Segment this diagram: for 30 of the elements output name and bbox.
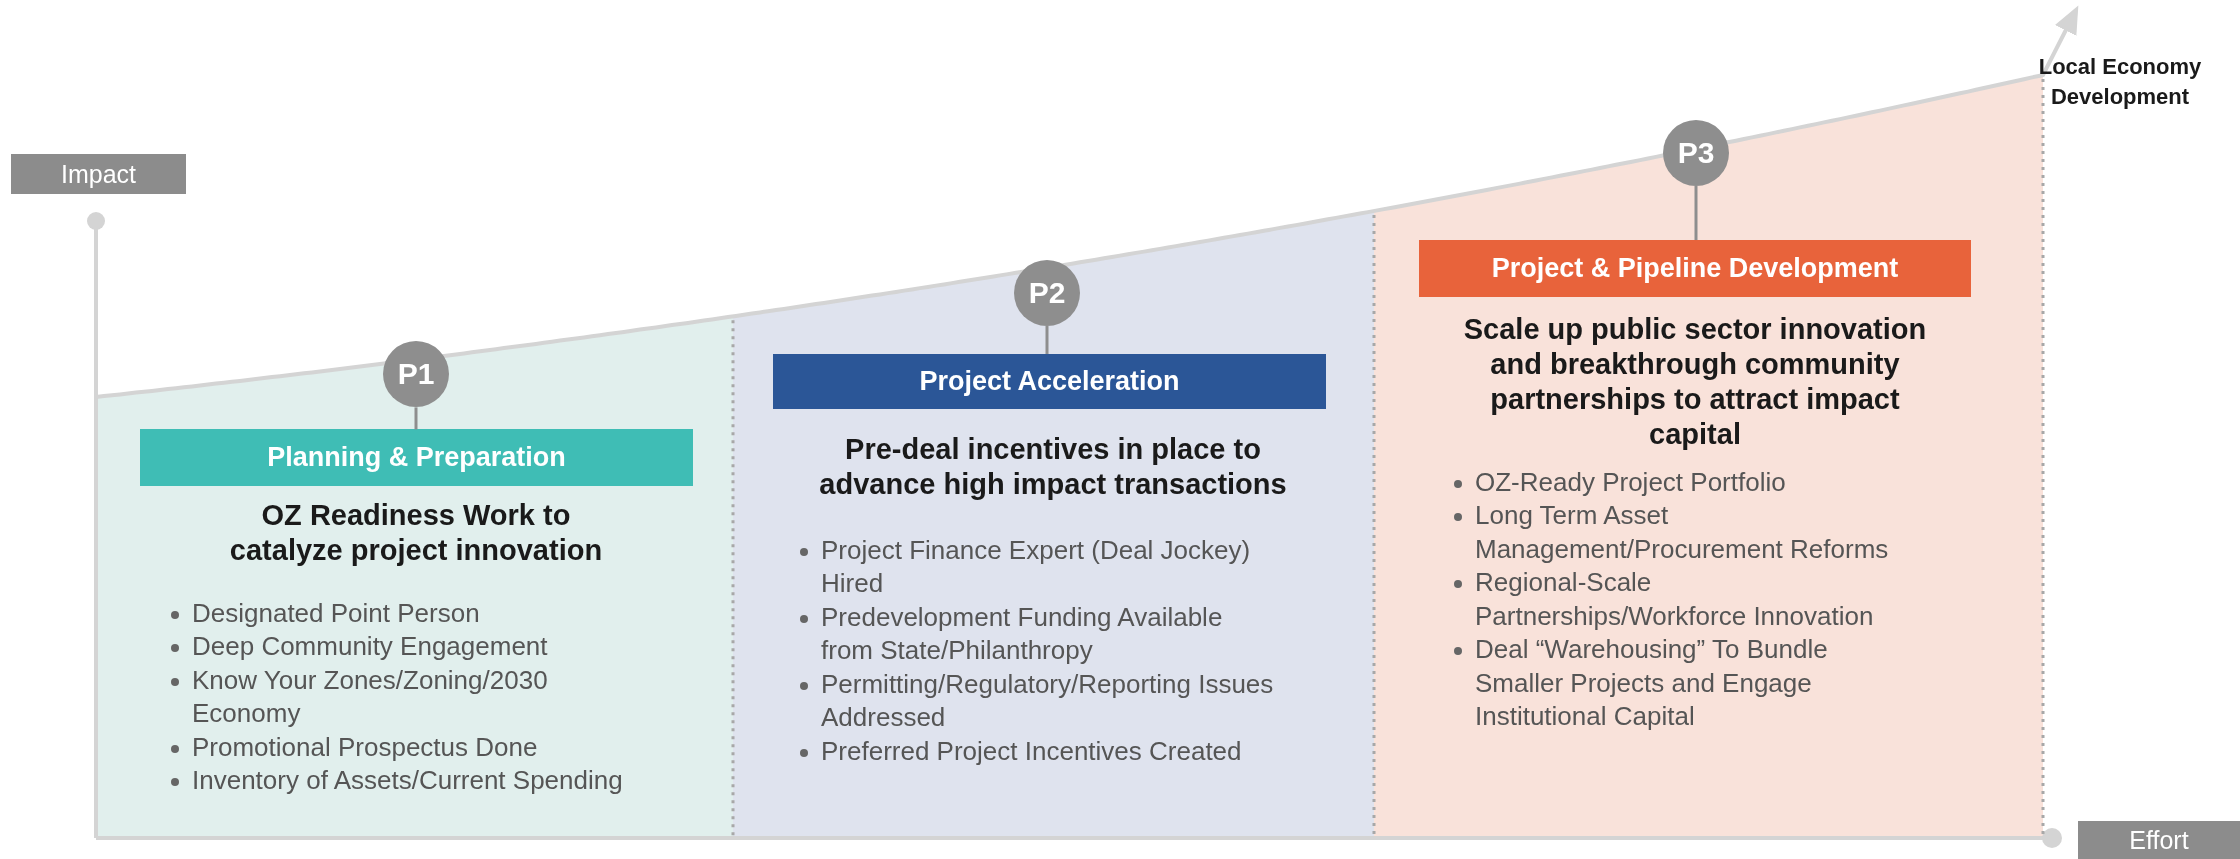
axis-label: Effort bbox=[2078, 821, 2240, 859]
phase-title-bar: Project & Pipeline Development bbox=[1419, 240, 1971, 297]
phase-heading: Scale up public sector innovation and breakthrough community partnerships to attract impact capital bbox=[1462, 312, 1928, 452]
bullet-text: Predevelopment Funding Available from State/Philanthropy bbox=[821, 601, 1224, 668]
bullet-text: Project Finance Expert (Deal Jockey) Hired bbox=[821, 534, 1252, 601]
bullet-text: Preferred Project Incentives Created bbox=[821, 735, 1242, 768]
axis-label: Impact bbox=[11, 154, 186, 194]
bullet-text: Deal “Warehousing” To Bundle Smaller Projects and Engage Institutional Capital bbox=[1475, 633, 1829, 734]
bullet-text: Permitting/Regulatory/Reporting Issues Addressed bbox=[821, 668, 1275, 735]
phase-title-bar: Planning & Preparation bbox=[140, 429, 693, 487]
connector-line bbox=[414, 407, 418, 430]
bullet-text: Inventory of Assets/Current Spending bbox=[192, 764, 623, 798]
phase-heading: OZ Readiness Work to catalyze project innovation bbox=[228, 498, 604, 568]
phase-circle: P1 bbox=[383, 341, 449, 408]
bullet-text: Promotional Prospectus Done bbox=[192, 731, 538, 764]
phase-band bbox=[733, 210, 1374, 838]
phase-band bbox=[1374, 75, 2043, 838]
bullet-text: OZ-Ready Project Portfolio bbox=[1475, 466, 1786, 499]
connector-line bbox=[1045, 325, 1049, 354]
connector-line bbox=[1694, 186, 1698, 240]
axis-end-label: Local Economy Development bbox=[2037, 53, 2203, 111]
bullet-text: Know Your Zones/Zoning/2030 Economy bbox=[192, 664, 549, 731]
bullet-text: Deep Community Engagement bbox=[192, 630, 548, 664]
phase-title-bar: Project Acceleration bbox=[773, 353, 1326, 409]
phase-band bbox=[96, 316, 733, 838]
phase-heading: Pre-deal incentives in place to advance high impact transactions bbox=[818, 432, 1288, 502]
bullet-text: Designated Point Person bbox=[192, 597, 480, 630]
bullet-text: Long Term Asset Management/Procurement Reforms bbox=[1475, 499, 1890, 566]
bullet-text: Regional-Scale Partnerships/Workforce Innovation bbox=[1475, 566, 1875, 633]
phase-circle: P3 bbox=[1663, 120, 1729, 186]
